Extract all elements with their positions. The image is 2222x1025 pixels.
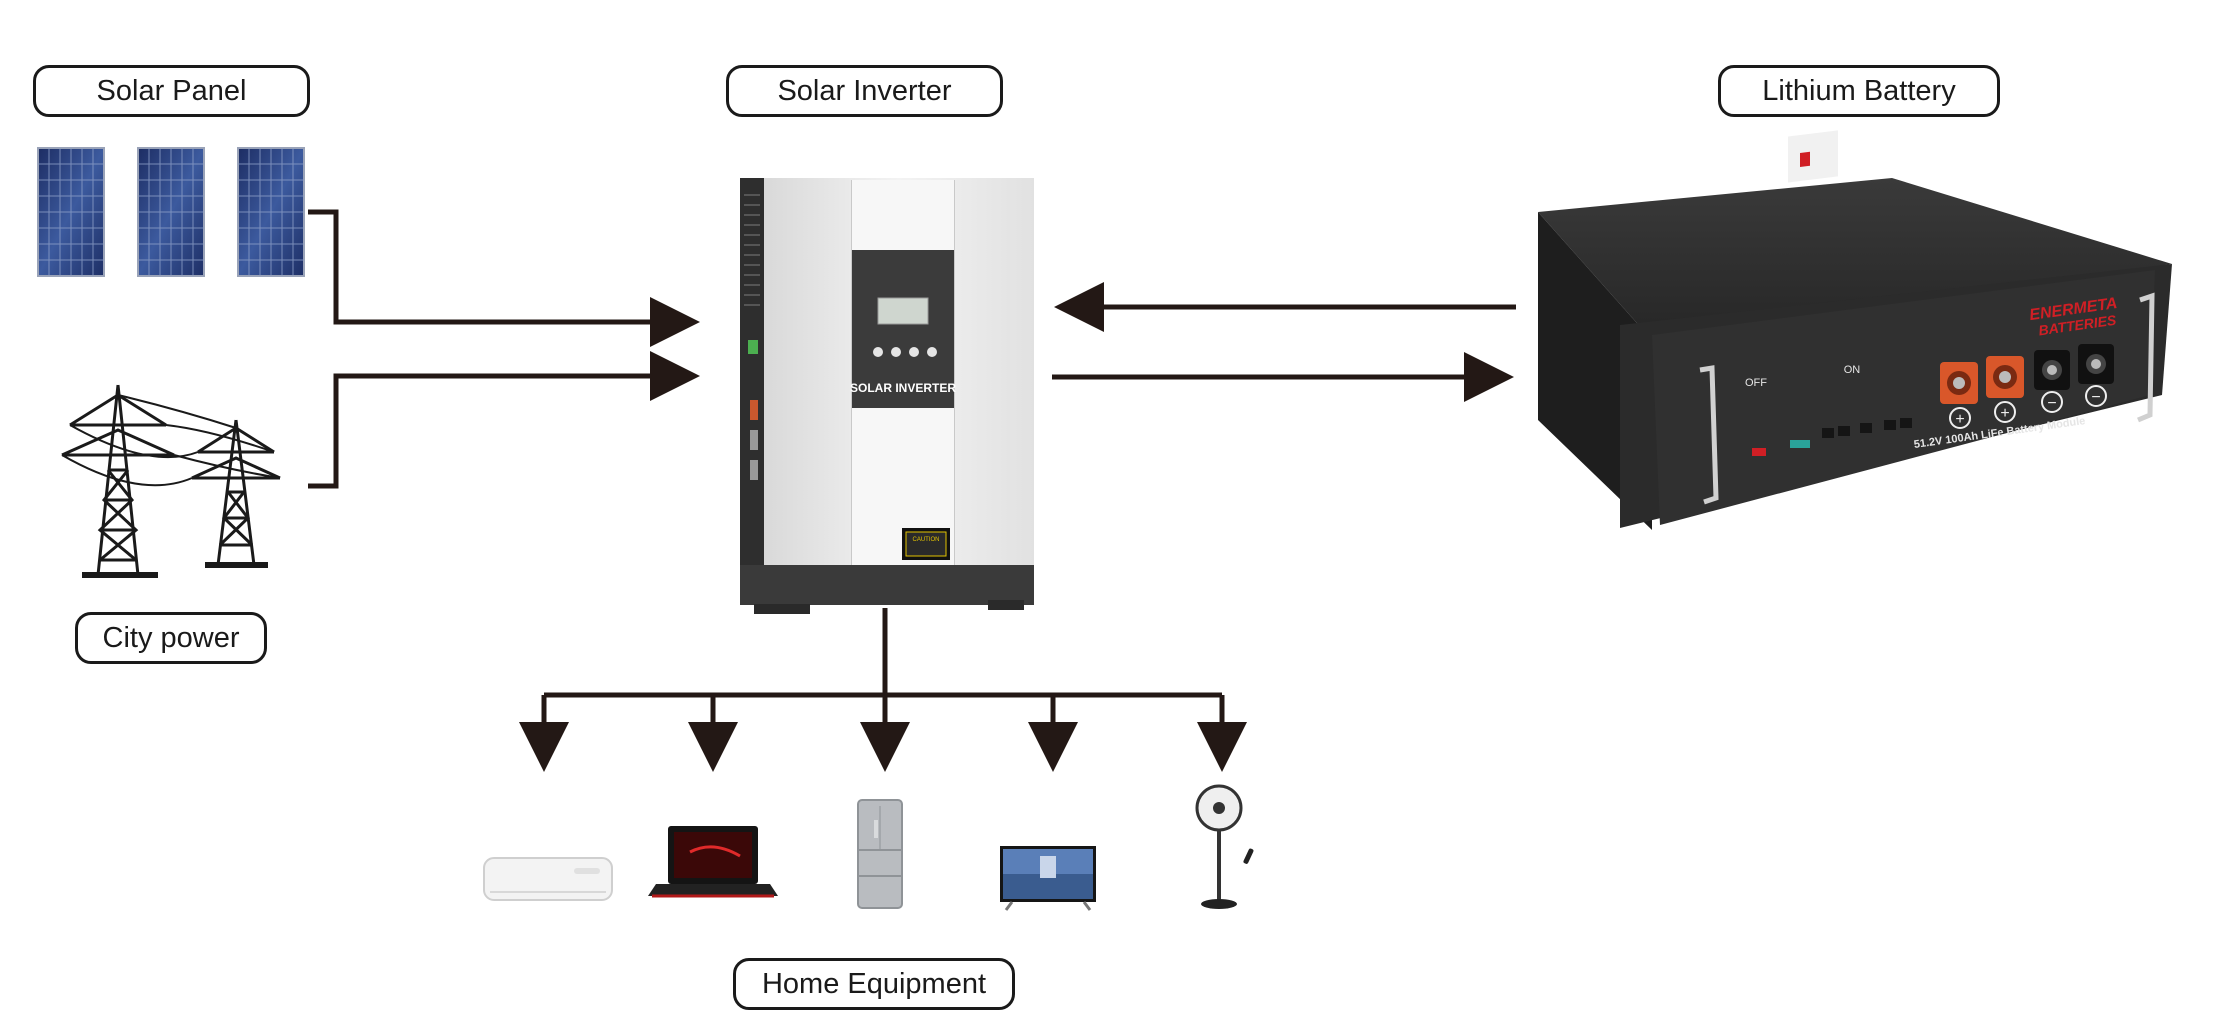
city-power-label-text: City power	[102, 621, 240, 654]
solar-to-inverter-arrow	[308, 209, 700, 347]
solar-inverter-label: Solar Inverter	[726, 65, 1003, 117]
city-to-inverter-arrow	[308, 351, 700, 489]
connector-lines	[308, 209, 1516, 772]
solar-panel-label: Solar Panel	[33, 65, 310, 117]
laptop-icon	[648, 826, 778, 898]
refrigerator-icon	[857, 799, 903, 909]
inverter-caution-text: CAUTION	[913, 537, 940, 543]
inverter-face-text: SOLAR INVERTER	[850, 381, 956, 395]
plus-symbol-1: +	[1955, 411, 1964, 428]
battery-off-label: OFF	[1745, 377, 1767, 389]
solar-inverter-device: SOLAR INVERTER CAUTION	[740, 178, 1034, 614]
plus-symbol-2: +	[2000, 405, 2009, 422]
lithium-battery-label-text: Lithium Battery	[1762, 74, 1956, 107]
air-conditioner-icon	[483, 857, 613, 901]
solar-panel-label-text: Solar Panel	[96, 74, 247, 107]
standing-fan-icon	[1195, 784, 1254, 909]
city-power-label: City power	[75, 612, 267, 664]
home-equipment-label-text: Home Equipment	[761, 967, 987, 1000]
solar-panel-icon	[37, 147, 305, 277]
lithium-battery-device: OFF ON + +	[1538, 130, 2172, 530]
solar-inverter-label-text: Solar Inverter	[777, 74, 952, 107]
minus-symbol-1: −	[2047, 395, 2056, 412]
television-icon	[1000, 846, 1096, 911]
negative-terminals: − −	[2034, 344, 2114, 413]
power-tower-icon	[61, 384, 281, 578]
positive-terminals: + +	[1940, 356, 2024, 429]
battery-on-label: ON	[1844, 364, 1861, 376]
lithium-battery-label: Lithium Battery	[1718, 65, 2000, 117]
home-equipment-label: Home Equipment	[733, 958, 1015, 1010]
minus-symbol-2: −	[2091, 389, 2100, 406]
